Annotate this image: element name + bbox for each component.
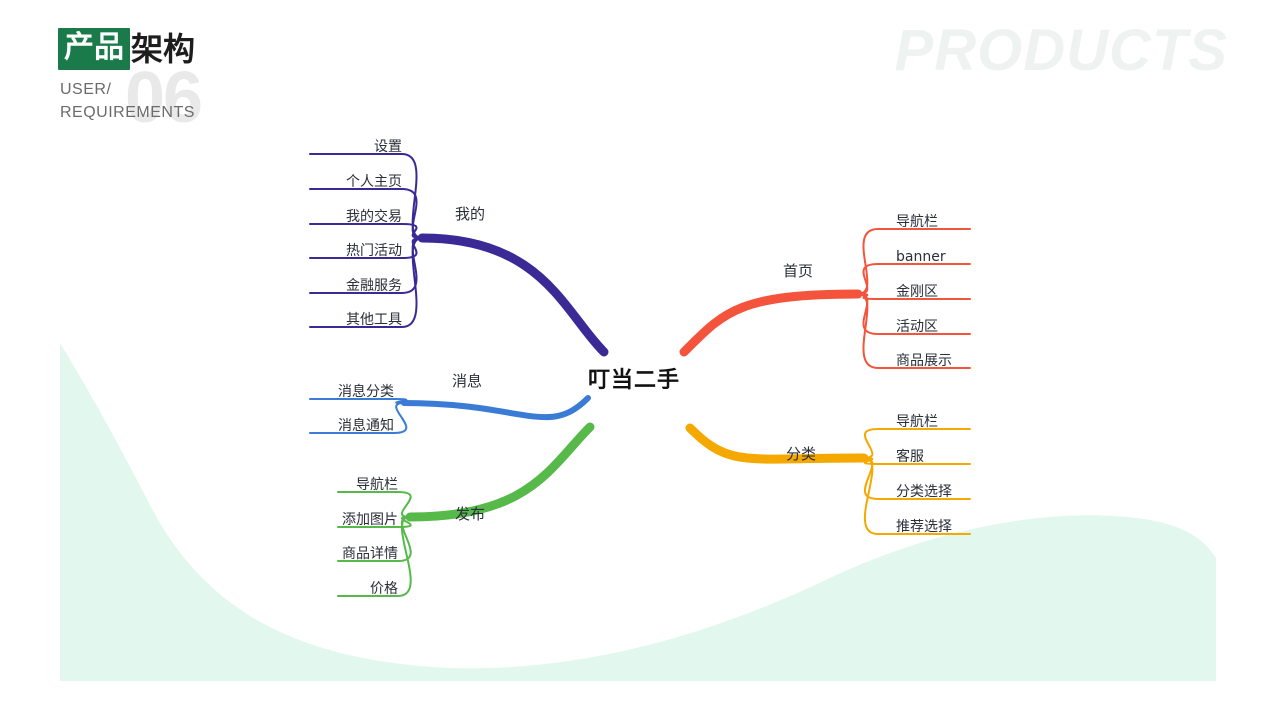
logo-subtitle-line-2: REQUIREMENTS xyxy=(60,104,195,122)
branch-label-home[interactable]: 首页 xyxy=(783,262,814,280)
leaf-connector-home-0 xyxy=(857,228,971,295)
leaf-connector-message-0 xyxy=(309,398,408,404)
leaf-label-home-4[interactable]: 商品展示 xyxy=(896,353,952,369)
logo-title-row: 产品 架构 xyxy=(58,28,195,70)
leaf-connector-mine-0 xyxy=(309,153,423,239)
leaf-label-mine-0[interactable]: 设置 xyxy=(374,139,402,155)
branch-trunk-message xyxy=(401,395,591,421)
leaf-label-mine-2[interactable]: 我的交易 xyxy=(346,209,402,225)
leaf-label-publish-2[interactable]: 商品详情 xyxy=(342,546,398,562)
leaf-label-message-1[interactable]: 消息通知 xyxy=(338,418,394,434)
leaf-label-publish-1[interactable]: 添加图片 xyxy=(342,512,398,528)
leaf-connector-message-1 xyxy=(309,402,408,434)
branch-trunk-category xyxy=(685,423,869,464)
logo-subtitle: USER/ REQUIREMENTS xyxy=(60,78,195,124)
branch-trunk-mine xyxy=(417,233,609,357)
leaf-label-category-2[interactable]: 分类选择 xyxy=(896,484,952,500)
decorative-products-word: PRODUCTS xyxy=(894,18,1228,83)
logo-block: 06 产品 架构 USER/ REQUIREMENTS xyxy=(58,28,298,134)
logo-subtitle-line-1: USER/ xyxy=(60,81,112,98)
leaf-connector-publish-0 xyxy=(337,491,412,518)
leaf-connector-mine-5 xyxy=(309,237,423,328)
branch-trunk-publish xyxy=(405,422,595,522)
branch-label-category[interactable]: 分类 xyxy=(786,445,817,463)
leaf-connector-category-0 xyxy=(863,428,971,459)
leaf-connector-home-4 xyxy=(857,293,971,369)
leaf-label-home-2[interactable]: 金刚区 xyxy=(896,284,938,300)
leaf-label-message-0[interactable]: 消息分类 xyxy=(338,384,394,400)
center-node-label[interactable]: 叮当二手 xyxy=(588,368,681,393)
branch-label-publish[interactable]: 发布 xyxy=(455,505,486,523)
leaf-label-mine-1[interactable]: 个人主页 xyxy=(346,174,402,190)
leaf-label-publish-0[interactable]: 导航栏 xyxy=(356,477,398,493)
leaf-connector-category-1 xyxy=(863,457,971,465)
logo-secondary-text: 架构 xyxy=(131,30,196,68)
leaf-label-home-1[interactable]: banner xyxy=(896,249,946,265)
leaf-label-category-0[interactable]: 导航栏 xyxy=(896,414,938,430)
logo-box-text: 产品 xyxy=(58,28,130,70)
branch-label-mine[interactable]: 我的 xyxy=(455,205,486,223)
leaf-label-home-0[interactable]: 导航栏 xyxy=(896,214,938,230)
leaf-label-category-3[interactable]: 推荐选择 xyxy=(896,519,952,535)
leaf-label-mine-5[interactable]: 其他工具 xyxy=(346,312,402,328)
leaf-connector-publish-3 xyxy=(337,516,412,597)
leaf-label-mine-3[interactable]: 热门活动 xyxy=(346,243,402,259)
section-number-watermark: 06 xyxy=(125,58,203,138)
leaf-connector-mine-1 xyxy=(309,188,423,239)
leaf-connector-home-1 xyxy=(857,263,971,295)
leaf-label-category-1[interactable]: 客服 xyxy=(896,449,924,465)
leaf-connector-category-3 xyxy=(863,457,971,535)
leaf-connector-mine-2 xyxy=(309,223,423,239)
leaf-label-mine-4[interactable]: 金融服务 xyxy=(346,278,402,294)
leaf-label-publish-3[interactable]: 价格 xyxy=(370,581,398,597)
branch-trunk-home xyxy=(679,289,863,357)
branch-label-message[interactable]: 消息 xyxy=(452,372,483,390)
leaf-label-home-3[interactable]: 活动区 xyxy=(896,319,938,335)
